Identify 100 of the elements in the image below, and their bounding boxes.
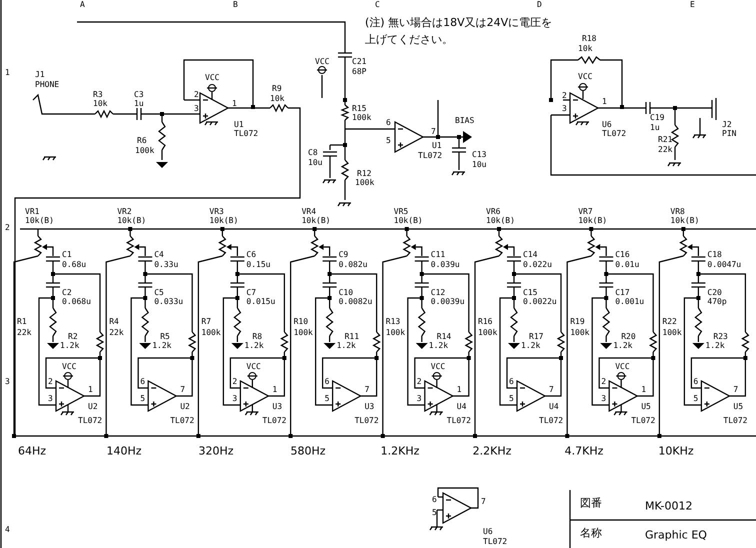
part-value: PHONE [35, 81, 60, 89]
part-label: J1 [35, 71, 45, 79]
table-cell: 名称 [580, 528, 602, 538]
pin-number: 6 [509, 378, 514, 386]
part-value: TL072 [539, 417, 564, 425]
frequency-label: 140Hz [106, 446, 142, 456]
part-value: 100k [135, 147, 154, 155]
part-value: 1.2k [428, 342, 448, 350]
part-label: U1 [432, 142, 442, 150]
part-label: C15 [523, 289, 538, 297]
part-label: C18 [707, 251, 722, 259]
pin-number: 1 [88, 386, 93, 394]
pin-number: 1 [232, 100, 237, 108]
pin-number: 3 [601, 395, 606, 403]
part-value: 1.2k [152, 342, 172, 350]
part-value: 100k [570, 329, 590, 337]
pin-number: 2 [232, 378, 238, 386]
part-label: U2 [88, 403, 98, 411]
part-value: 1.2k [336, 342, 356, 350]
part-label: R11 [344, 333, 360, 341]
part-label: U6 [602, 121, 612, 129]
part-label: C6 [246, 251, 256, 259]
note-text: (注) 無い場合は18V又は24Vに電圧を上げてください。 [365, 15, 554, 48]
part-value: 0.15u [246, 261, 270, 269]
part-value: 10k(B) [394, 217, 423, 225]
part-value: 0.068u [62, 298, 91, 306]
part-label: R4 [109, 318, 119, 326]
grid-number: 4 [5, 526, 10, 534]
part-value: 10k(B) [670, 217, 700, 225]
part-label: R20 [621, 333, 636, 341]
part-label: C1 [62, 251, 72, 259]
pin-number: 6 [693, 378, 698, 386]
supply-label: VCC [430, 363, 446, 371]
part-value: TL072 [602, 130, 626, 138]
part-value: 10k(B) [486, 217, 515, 225]
part-label: U5 [641, 403, 651, 411]
part-value: 10k(B) [25, 217, 54, 225]
pin-number: 7 [364, 386, 370, 394]
part-value: PIN [722, 130, 736, 138]
part-value: 100k [201, 329, 221, 337]
pin-number: 1 [456, 386, 462, 394]
part-label: C8 [308, 149, 318, 157]
part-label: R1 [17, 318, 27, 326]
part-value: 10u [308, 159, 322, 167]
pin-number: 6 [432, 496, 437, 504]
part-value: 10u [472, 161, 486, 169]
supply-label: VCC [615, 363, 630, 371]
supply-label: VCC [62, 363, 76, 371]
pin-number: 1 [641, 386, 646, 394]
grid-letter: A [80, 1, 85, 9]
part-label: R15 [352, 105, 366, 113]
supply-label: VCC [246, 363, 261, 371]
part-label: R9 [272, 85, 282, 93]
part-label: C9 [338, 251, 348, 259]
part-label: R7 [201, 318, 212, 326]
frequency-label: 580Hz [290, 446, 326, 456]
supply-label: VCC [205, 74, 220, 82]
part-value: 0.0082u [338, 298, 372, 306]
pin-number: 3 [194, 105, 199, 113]
pin-number: 7 [549, 386, 554, 394]
part-label: VR1 [25, 208, 40, 216]
part-value: 1.2k [244, 342, 264, 350]
pin-number: 3 [48, 395, 53, 403]
part-value: TL072 [723, 417, 748, 425]
part-value: 10k(B) [578, 217, 608, 225]
part-value: 0.001u [615, 298, 644, 306]
part-value: 1.2k [521, 342, 540, 350]
part-value: 0.0022u [523, 298, 557, 306]
frequency-label: 1.2KHz [380, 446, 420, 456]
supply-label: VCC [315, 58, 330, 66]
part-label: C19 [650, 114, 664, 122]
part-value: 1.2k [705, 342, 725, 350]
part-label: R16 [478, 318, 492, 326]
part-value: 0.015u [246, 298, 276, 306]
part-value: 1.2k [613, 342, 632, 350]
part-value: TL072 [262, 417, 286, 425]
part-value: 68P [352, 68, 366, 76]
table-cell: 図番 [580, 498, 602, 508]
part-label: C7 [246, 289, 256, 297]
part-label: R5 [160, 333, 170, 341]
part-value: 0.0039u [430, 298, 465, 306]
part-label: C14 [523, 251, 538, 259]
part-value: 1.2k [60, 342, 80, 350]
part-label: R3 [93, 91, 103, 99]
part-label: U4 [549, 403, 559, 411]
part-label: C4 [154, 251, 164, 259]
part-label: J2 [722, 121, 732, 129]
pin-number: 7 [481, 498, 486, 506]
part-value: 0.033u [154, 298, 184, 306]
part-value: 0.039u [430, 261, 460, 269]
part-value: 1u [650, 124, 660, 132]
part-value: TL072 [78, 417, 102, 425]
pin-number: 7 [733, 386, 738, 394]
part-label: R10 [294, 318, 308, 326]
part-value: 100k [478, 329, 498, 337]
part-value: 10k [93, 100, 108, 108]
part-value: TL072 [234, 130, 258, 138]
pin-number: 5 [693, 395, 698, 403]
part-label: C16 [615, 251, 630, 259]
grid-letter: E [690, 1, 695, 9]
